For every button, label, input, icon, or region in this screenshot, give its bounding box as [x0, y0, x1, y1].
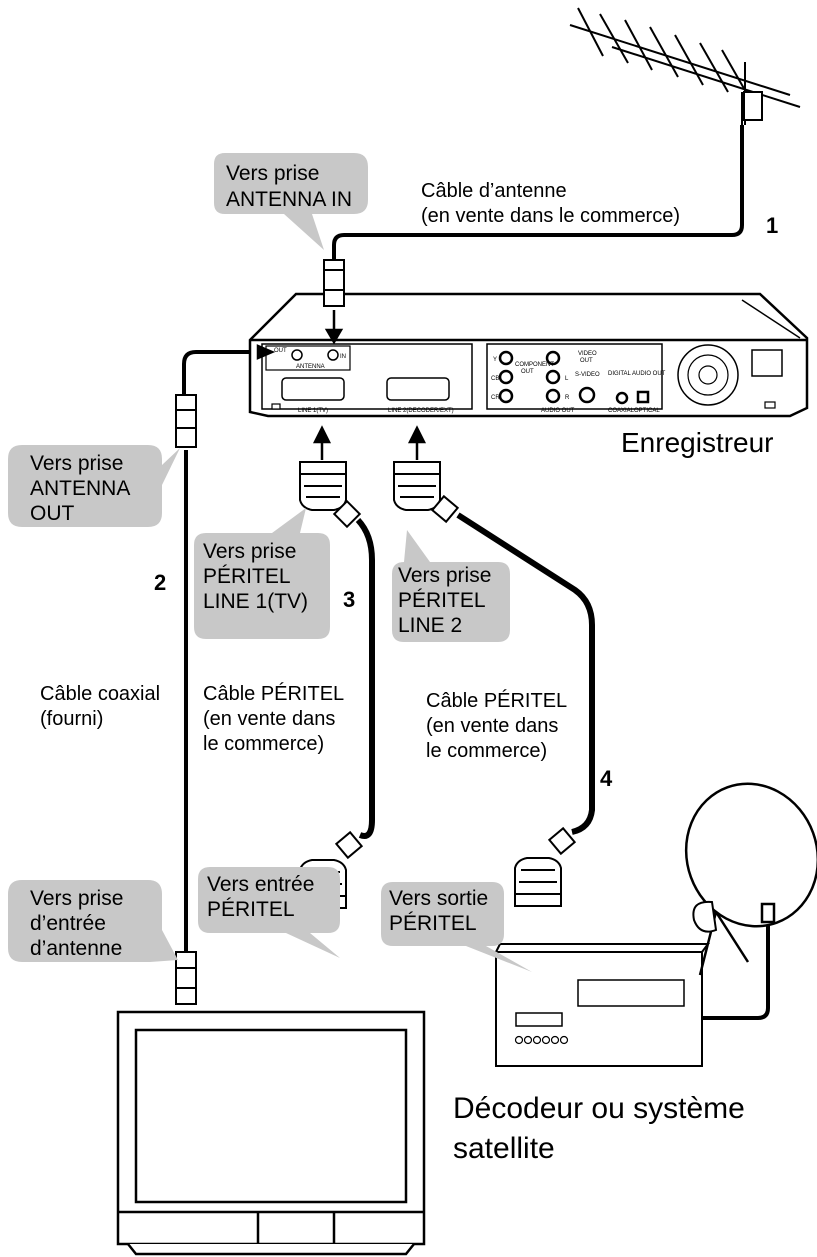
peritel-decoder-cable-label-line1: Câble PÉRITEL: [426, 689, 567, 712]
panel-label-out: OUT: [274, 348, 287, 354]
peritel-decoder-cable-label-line3: le commerce): [426, 740, 547, 762]
decoder-label-line1: Décodeur ou système: [453, 1092, 745, 1125]
panel-label-audio-out: AUDIO OUT: [541, 408, 575, 414]
recorder-device: [248, 292, 809, 418]
callout-line2-line3: LINE 2: [398, 614, 462, 637]
callout-antenna-in: Vers prise ANTENNA IN: [214, 153, 368, 250]
panel-label-cb: CB: [491, 376, 499, 382]
callout-line2-line2: PÉRITEL: [398, 589, 486, 612]
peritel-plug-decoder: [514, 826, 577, 907]
peritel-plug-line2: [393, 461, 460, 524]
panel-label-antenna: ANTENNA: [296, 364, 325, 370]
step-number-1: 1: [766, 213, 778, 238]
callout-line1-line1: Vers prise: [203, 540, 296, 563]
callout-peritel-out: Vers sortie PÉRITEL: [381, 882, 532, 972]
callout-line1: Vers prise PÉRITEL LINE 1(TV): [194, 508, 330, 639]
satellite-cable: [702, 922, 770, 1020]
callout-line1-line2: PÉRITEL: [203, 565, 291, 588]
panel-label-r: R: [565, 395, 570, 401]
panel-label-component-out-2: OUT: [521, 369, 534, 375]
panel-label-y: Y: [493, 357, 497, 363]
recorder-label: Enregistreur: [621, 427, 774, 458]
decoder-device: [495, 943, 710, 1067]
callout-antenna-out-line2: ANTENNA: [30, 477, 130, 500]
antenna-cable-label-line2: (en vente dans le commerce): [421, 205, 680, 227]
callout-antenna-input: Vers prise d’entrée d’antenne: [8, 880, 178, 962]
antenna-plug-top: [323, 259, 345, 307]
panel-label-in: IN: [340, 354, 346, 360]
antenna-cable-label-line1: Câble d’antenne: [421, 180, 567, 202]
callout-line1-line3: LINE 1(TV): [203, 590, 308, 613]
coaxial-cable-label-line1: Câble coaxial: [40, 683, 160, 705]
panel-label-video-out-2: OUT: [580, 358, 593, 364]
connection-arrows: [256, 310, 427, 460]
callout-peritel-in-line1: Vers entrée: [207, 873, 314, 896]
callout-line2-line1: Vers prise: [398, 564, 491, 587]
peritel-tv-cable-label-line3: le commerce): [203, 733, 324, 755]
peritel-tv-cable-label-line1: Câble PÉRITEL: [203, 682, 344, 705]
peritel-plug-line1: [299, 461, 362, 529]
callout-antenna-out-line1: Vers prise: [30, 452, 123, 475]
panel-label-video-out-1: VIDEO: [578, 351, 597, 357]
coaxial-cable-label-line2: (fourni): [40, 708, 103, 730]
peritel-decoder-cable-label-line2: (en vente dans: [426, 715, 558, 737]
callout-antenna-input-line2: d’entrée: [30, 912, 106, 935]
step-number-2: 2: [154, 570, 166, 595]
antenna-cable: [332, 125, 744, 265]
callout-peritel-in: Vers entrée PÉRITEL: [198, 867, 340, 958]
callout-antenna-out: Vers prise ANTENNA OUT: [8, 445, 180, 527]
satellite-dish-icon: [684, 782, 817, 976]
callout-peritel-out-line1: Vers sortie: [389, 887, 488, 910]
peritel-cable-tv: [355, 517, 375, 839]
panel-label-line1: LINE 1(TV): [298, 408, 328, 414]
tv-device: [116, 1010, 426, 1256]
coaxial-cable: [182, 350, 272, 952]
callout-peritel-out-line2: PÉRITEL: [389, 912, 477, 935]
panel-label-l: L: [565, 376, 569, 382]
recorder-panel-labels: ANTENNA OUT IN LINE 1(TV) LINE 2(DECODER…: [274, 348, 666, 414]
peritel-tv-cable-label-line2: (en vente dans: [203, 708, 335, 730]
decoder-label-line2: satellite: [453, 1132, 555, 1165]
panel-label-component-out-1: COMPONENT: [515, 362, 554, 368]
antenna-icon: [569, 7, 801, 128]
panel-label-optical: OPTICAL: [634, 408, 660, 414]
callout-antenna-in-line1: Vers prise: [226, 162, 319, 185]
step-number-4: 4: [600, 766, 613, 791]
panel-label-cr: CR: [491, 395, 500, 401]
callout-antenna-input-line3: d’antenne: [30, 937, 122, 960]
peritel-cable-decoder: [456, 512, 595, 835]
callout-antenna-in-line2: ANTENNA IN: [226, 188, 352, 211]
callout-peritel-in-line2: PÉRITEL: [207, 898, 295, 921]
callout-antenna-out-line3: OUT: [30, 502, 75, 525]
panel-label-s-video: S-VIDEO: [575, 372, 600, 378]
panel-label-digital-audio-out: DIGITAL AUDIO OUT: [608, 371, 666, 377]
step-number-3: 3: [343, 587, 355, 612]
callout-line2: Vers prise PÉRITEL LINE 2: [392, 530, 510, 642]
panel-label-line2: LINE 2(DECODER/EXT): [388, 408, 454, 414]
coaxial-plug-bottom: [175, 951, 197, 1005]
callout-antenna-input-line1: Vers prise: [30, 887, 123, 910]
panel-label-coaxial: COAXIAL: [608, 408, 635, 414]
coaxial-plug-top: [175, 394, 197, 448]
